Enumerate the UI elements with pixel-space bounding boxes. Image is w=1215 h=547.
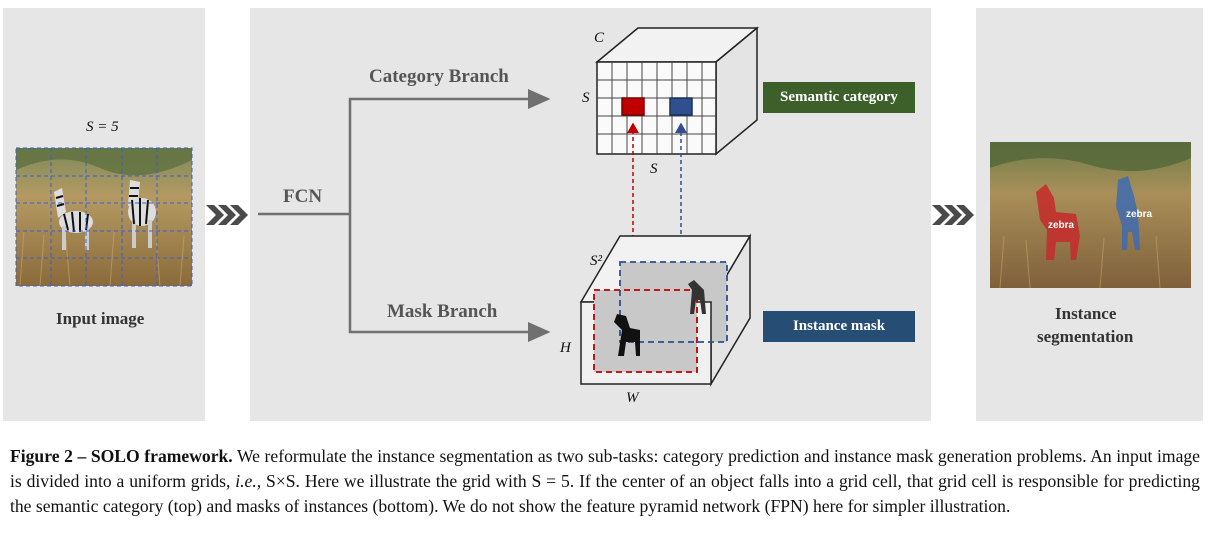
instance-mask-tag: Instance mask — [763, 311, 915, 342]
axis-c-label: C — [594, 30, 605, 46]
zebra-silhouette-1 — [614, 314, 640, 356]
output-image — [990, 142, 1191, 289]
branch-lines — [258, 89, 551, 342]
caption-text-a: We reformulate the instance segmentation… — [10, 446, 1200, 491]
caption-title: Figure 2 – SOLO framework. — [10, 446, 233, 466]
chevron-arrow-icon — [206, 205, 248, 225]
figure-caption: Figure 2 – SOLO framework. We reformulat… — [10, 444, 1200, 519]
zebra-label-1: zebra — [1048, 220, 1075, 231]
input-image — [15, 147, 193, 287]
semantic-category-tag: Semantic category — [763, 82, 915, 113]
fcn-label: FCN — [283, 186, 323, 207]
axis-w-label: W — [626, 390, 639, 406]
caption-italic: i.e., — [235, 471, 262, 491]
zebra-right — [128, 180, 156, 248]
input-grid — [15, 147, 193, 287]
axis-s-bottom-label: S — [650, 161, 658, 177]
zebra-label-2: zebra — [1126, 209, 1153, 220]
output-label-line2: segmentation — [1037, 327, 1134, 346]
chevron-arrow-icon — [932, 205, 974, 225]
zebra-silhouette-2 — [688, 280, 706, 314]
axis-h-label: H — [560, 340, 571, 356]
solo-framework-diagram — [15, 26, 1191, 387]
mask-branch-label: Mask Branch — [387, 301, 498, 322]
grid-size-label: S = 5 — [86, 119, 119, 135]
caption-text-b: S×S. Here we illustrate the grid with S … — [10, 471, 1200, 516]
axis-s2-label: S² — [590, 253, 602, 269]
category-grid-cube — [594, 26, 760, 156]
input-image-label: Input image — [56, 309, 145, 328]
zebra-left — [54, 188, 93, 250]
output-label-line1: Instance — [1055, 304, 1117, 323]
axis-s-left-label: S — [582, 90, 590, 106]
category-branch-label: Category Branch — [369, 66, 509, 87]
mask-cube — [579, 233, 752, 387]
